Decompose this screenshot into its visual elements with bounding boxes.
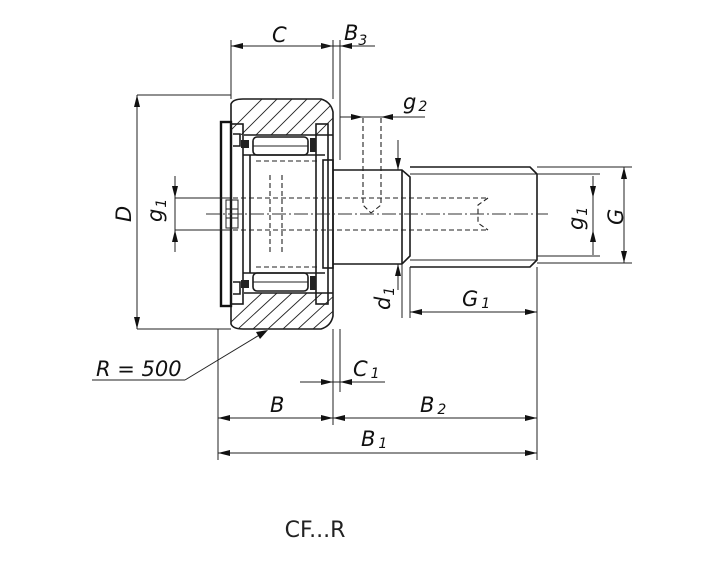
label-D: D: [112, 206, 136, 222]
dimension-B3: [310, 43, 375, 49]
dimension-g2: [340, 114, 425, 120]
dimension-d1: [395, 140, 401, 290]
label-C: C: [272, 23, 287, 47]
dimension-g1-right: [590, 176, 596, 255]
outer-ring-hatch-top: [231, 99, 333, 135]
radius-leader: [92, 330, 268, 381]
caption: CF...R: [285, 518, 346, 543]
dimension-B2: [333, 415, 537, 421]
dimension-D: [134, 95, 140, 329]
label-B3: B3: [344, 21, 367, 49]
dimension-G1: [410, 309, 537, 315]
dimension-B: [218, 415, 333, 421]
dimension-B1: [218, 450, 537, 456]
stud: [243, 154, 538, 274]
dimension-g1-left: [172, 176, 178, 252]
label-d1: d1: [371, 287, 398, 310]
extension-lines: [137, 40, 632, 460]
label-g1-right: g1: [564, 207, 591, 230]
lubrication-bores: [225, 118, 489, 268]
label-g1-left: g1: [143, 199, 170, 222]
dimension-C1: [300, 329, 385, 392]
outer-ring-hatch-bottom: [231, 293, 333, 329]
label-radius: R = 500: [96, 357, 182, 381]
label-G: G: [604, 209, 628, 225]
label-B: B: [270, 393, 284, 417]
dimension-G: [621, 167, 627, 263]
